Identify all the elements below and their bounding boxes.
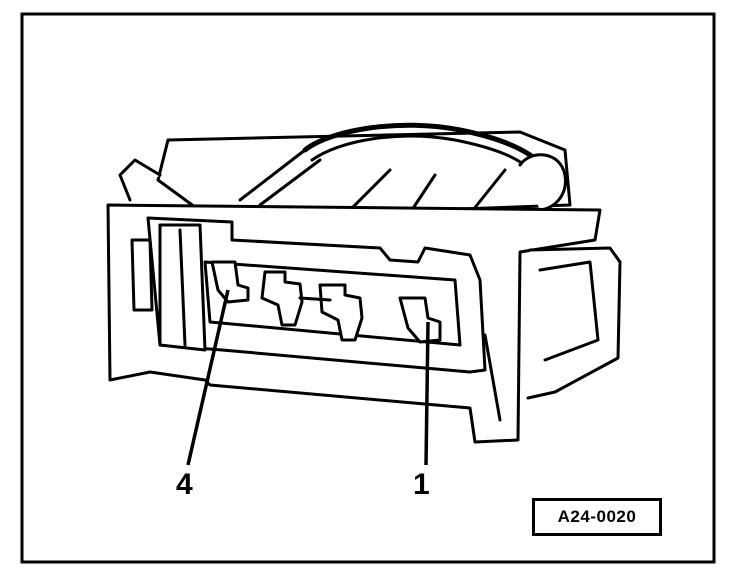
pin-row-ledge <box>298 296 332 302</box>
left-slot <box>130 238 154 312</box>
rear-knob <box>518 153 567 212</box>
pin-4-terminal <box>210 260 250 304</box>
cover-rib-1 <box>238 148 307 202</box>
left-mount-tab <box>118 158 162 202</box>
callout-label-4: 4 <box>176 468 193 501</box>
pin-3-terminal <box>260 270 304 327</box>
latch-inner-edge <box>310 134 534 174</box>
right-side-clip <box>526 246 622 400</box>
callout-1-leader <box>424 321 430 466</box>
locking-latch <box>302 122 548 171</box>
callout-4-leader <box>186 289 230 466</box>
pin-1-terminal <box>398 296 442 344</box>
callout-label-1: 1 <box>413 468 430 501</box>
right-clip-edge <box>483 333 502 422</box>
left-guide-rail <box>178 228 187 347</box>
right-clip-inner <box>538 260 600 362</box>
figure-reference-box: A24-0020 <box>532 498 662 536</box>
cover-rib-5 <box>258 158 322 207</box>
figure-reference-code: A24-0020 <box>557 507 637 526</box>
